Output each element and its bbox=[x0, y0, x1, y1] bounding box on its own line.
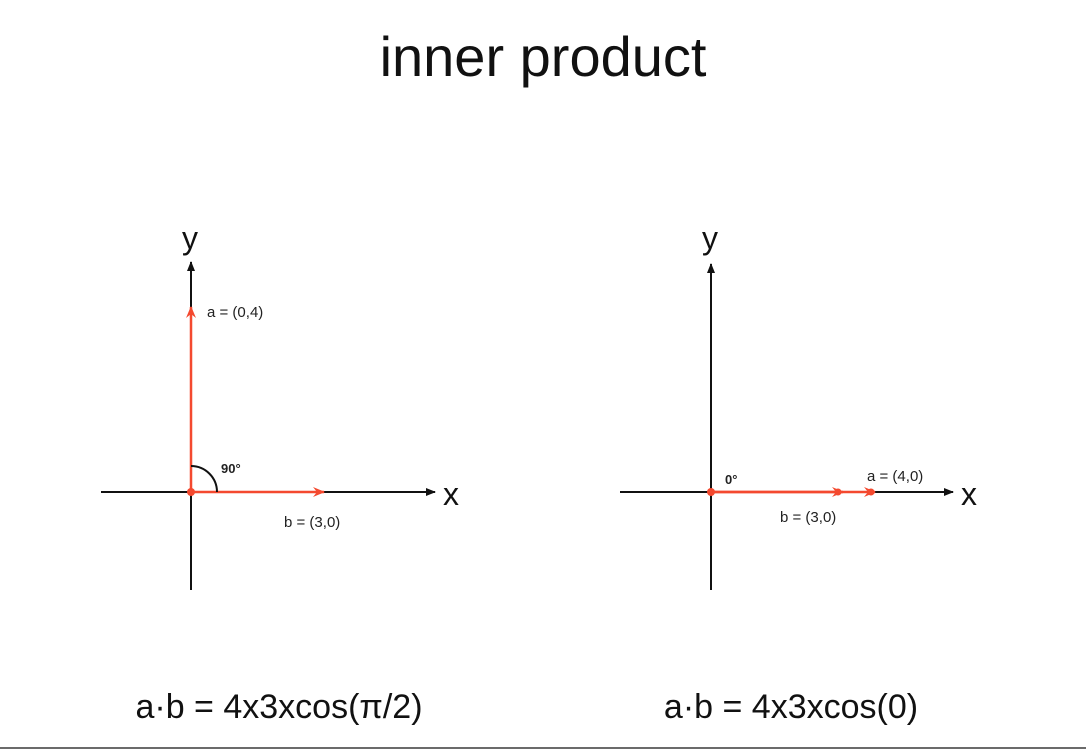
right-y-axis-label: y bbox=[702, 220, 718, 256]
left-x-axis-label: x bbox=[443, 476, 459, 512]
slide-title: inner product bbox=[379, 25, 707, 88]
left-y-axis-label: y bbox=[182, 220, 198, 256]
right-formula: a·b = 4x3xcos(0) bbox=[663, 688, 919, 726]
right-vector-a-end-dot bbox=[867, 488, 875, 496]
right-vector-a-label: a = (4,0) bbox=[867, 468, 923, 485]
right-angle-label: 0° bbox=[725, 472, 737, 487]
left-angle-label: 90° bbox=[221, 461, 241, 476]
right-vector-b-end-dot bbox=[834, 488, 842, 496]
left-diagram: y x a = (0,4) b = (3,0) 90° bbox=[101, 220, 459, 590]
right-vector-b-label: b = (3,0) bbox=[780, 509, 836, 526]
left-vector-a-label: a = (0,4) bbox=[207, 304, 263, 321]
left-origin-dot bbox=[187, 488, 195, 496]
left-angle-arc bbox=[190, 465, 218, 493]
right-origin-dot bbox=[707, 488, 715, 496]
right-diagram: y x a = (4,0) b = (3,0) 0° bbox=[620, 220, 977, 590]
left-vector-b-label: b = (3,0) bbox=[284, 514, 340, 531]
bottom-divider bbox=[0, 747, 1086, 749]
left-formula: a·b = 4x3xcos(π/2) bbox=[135, 688, 423, 726]
right-x-axis-label: x bbox=[961, 476, 977, 512]
